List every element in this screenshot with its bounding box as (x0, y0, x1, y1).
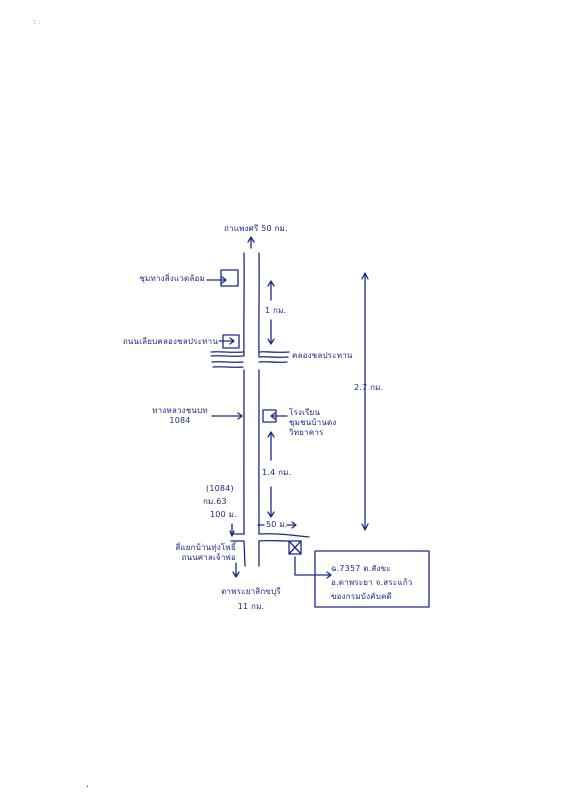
landmark-top-left-label: ชุมทางสิ่งแวดล้อม (139, 274, 205, 283)
canal-road-label: ถนนเลียบคลองชลประทาน (122, 337, 218, 346)
parcel-leader (294, 556, 332, 579)
rural-road-label-line1: ทางหลวงชนบท (152, 406, 208, 415)
south-destination-line2: 11 กม. (237, 602, 265, 611)
dimension-1km-top (267, 280, 275, 301)
property-info-line1: ฉ.7357 ต.สังขะ (331, 564, 391, 573)
landmark-arrow-top (206, 276, 227, 284)
stray-mark: ว : (32, 18, 42, 26)
landmark-box-top (220, 269, 239, 287)
side-road-right-top (258, 533, 310, 538)
school-label-line1: โรงเรียน (289, 408, 321, 417)
dimension-27km (361, 272, 369, 531)
canal-left (210, 351, 244, 368)
dimension-1km-bottom (267, 319, 275, 345)
dimension-14km-top (267, 431, 275, 461)
distance-14km-label: 1.4 กม. (262, 468, 292, 477)
road-km63-label: กม.63 (203, 497, 227, 506)
dimension-14km-bottom (267, 486, 275, 518)
property-info-box (314, 550, 430, 608)
property-info-line3: ของกรมบังคับคดี (331, 592, 392, 601)
school-label-line2: ชุมชนบ้านดง (289, 418, 337, 427)
distance-50m-label: 50 ม. (266, 520, 288, 529)
rural-road-label-line2: 1084 (169, 416, 191, 425)
school-label: โรงเรียน ชุมชนบ้านดง วิทยาคาร (289, 408, 337, 438)
north-arrow (247, 236, 255, 249)
school-label-line3: วิทยาคาร (289, 428, 324, 437)
distance-27km-label: 2.7 กม. (354, 383, 384, 392)
rural-road-label: ทางหลวงชนบท 1084 (150, 406, 210, 426)
north-destination-label: ถ่าแพงศรี 50 กม. (224, 224, 288, 233)
property-parcel (288, 540, 302, 555)
dimension-50m (257, 521, 297, 529)
school-arrow (270, 412, 288, 420)
junction-label-line1: สี่แยกบ้านทุ่งโพธิ์ (175, 543, 236, 552)
landmark-arrow-canal (218, 337, 235, 345)
canal-right (258, 351, 290, 363)
distance-1km-label: 1 กม. (265, 306, 287, 315)
property-info-line2: อ.ตาพระยา จ.สระแก้ว (331, 578, 413, 587)
south-destination-line1: ตาพระยาสิกขบุรี (221, 587, 281, 596)
canal-label: คลองชลประทาน (292, 351, 353, 360)
property-parcel-cross (288, 540, 302, 555)
main-road-left-edge-south (243, 540, 246, 567)
junction-label-line2: ถนนศาลเจ้าพ่อ (181, 553, 236, 562)
bottom-mark: · (86, 782, 90, 793)
property-info-text: ฉ.7357 ต.สังขะ อ.ตาพระยา จ.สระแก้ว ของกร… (331, 562, 412, 604)
junction-label: สี่แยกบ้านทุ่งโพธิ์ ถนนศาลเจ้าพ่อ (148, 543, 236, 563)
south-arrow (232, 562, 240, 578)
distance-100m-label: 100 ม. (210, 510, 237, 519)
road-1084-label: (1084) (206, 484, 234, 493)
rural-road-arrow (211, 412, 243, 420)
south-destination-label: ตาพระยาสิกขบุรี 11 กม. (216, 587, 286, 612)
